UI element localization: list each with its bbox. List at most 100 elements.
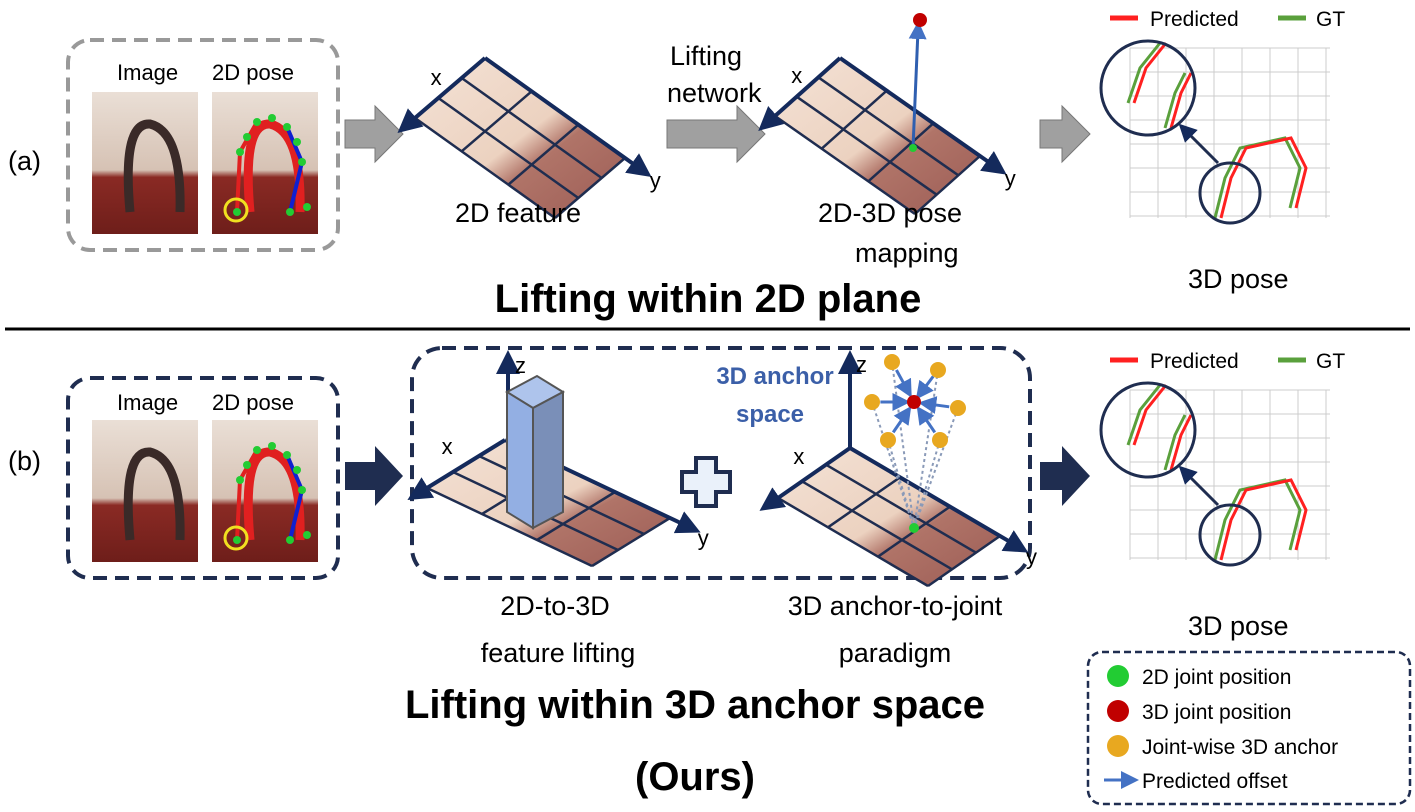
arrow-icon [345, 446, 403, 506]
pose-3d-plot-b: Predicted GT [1099, 350, 1345, 567]
image-label-a: Image [117, 60, 178, 85]
offset-arrow [895, 369, 912, 398]
joint-dot [303, 531, 311, 539]
z-label: z [515, 353, 526, 378]
grid-line [820, 89, 888, 150]
input-box-b [66, 376, 340, 580]
zoom-arrow [1178, 123, 1220, 165]
joint-dot [298, 486, 306, 494]
zoom-source-circle [1198, 161, 1262, 225]
arrow-icon [666, 104, 766, 164]
x-axis [397, 56, 487, 134]
2d-joint-dot [909, 523, 919, 533]
grid-line [825, 463, 977, 554]
input-image [92, 92, 198, 234]
y-axis [483, 56, 652, 177]
anchor-dot [880, 432, 896, 448]
zoom-arrow [1178, 465, 1220, 507]
y-label: y [650, 168, 661, 193]
pose-label-b: 2D pose [212, 390, 294, 415]
x-label: x [442, 434, 453, 459]
title-b-ours: (Ours) [635, 755, 755, 799]
person [123, 447, 185, 541]
joint-dot [243, 461, 251, 469]
anchor-plane: xy [759, 444, 1037, 588]
grid-line [554, 157, 626, 219]
joint-dot [293, 466, 301, 474]
legend-predicted: Predicted [1150, 350, 1239, 373]
joint-dot [303, 203, 311, 211]
grid-line [795, 95, 938, 196]
joint-dot [253, 118, 261, 126]
offset-arrow [916, 405, 937, 434]
legend-3d-joint: 3D joint position [1142, 701, 1291, 724]
zoom-skeleton [1132, 384, 1193, 471]
y-axis [848, 446, 1029, 553]
joint-dot [236, 476, 244, 484]
anchor-space-label: 3D anchor [716, 363, 833, 390]
skeleton [1219, 136, 1308, 219]
title-b: Lifting within 3D anchor space [405, 683, 985, 727]
joint-dot [268, 114, 276, 122]
2d-joint-dot [909, 144, 917, 152]
network-label-2: network [667, 78, 762, 108]
anchor-dot [950, 400, 966, 416]
anchor-space-label-2: space [736, 401, 804, 428]
arrow-icon [1039, 104, 1091, 164]
panel-b-tag: (b) [8, 446, 41, 476]
person [123, 119, 185, 213]
x-axis [759, 446, 852, 511]
grid-line [536, 490, 616, 542]
joint-dot [233, 208, 241, 216]
network-label: Lifting [670, 41, 742, 71]
legend-predicted: Predicted [1150, 8, 1239, 31]
grid-line [414, 116, 556, 220]
z-label: z [856, 352, 867, 377]
joint-dot [236, 148, 244, 156]
joint-dot [286, 208, 294, 216]
joint-dot [243, 133, 251, 141]
grid-line [774, 114, 916, 216]
mapping-plane: xy [758, 56, 1016, 216]
input-image [92, 420, 198, 562]
legend-gt: GT [1316, 350, 1345, 373]
pose-3d-plot-a: Predicted GT [1099, 8, 1345, 225]
zoom-skeleton [1126, 384, 1187, 471]
x-axis [758, 56, 842, 131]
grid-line [914, 155, 981, 215]
red-dot-icon [1107, 700, 1129, 722]
y-label: y [1005, 166, 1016, 191]
y-label: y [698, 525, 709, 550]
feature-plane-2d: xy [397, 56, 661, 220]
projection-line [871, 401, 915, 529]
offset-arrow [918, 396, 950, 414]
grid-line [867, 122, 935, 183]
plane-surface [415, 58, 625, 218]
anchor-dot [932, 432, 948, 448]
legend-2d-joint: 2D joint position [1142, 666, 1291, 689]
zoom-circle [1099, 39, 1197, 137]
anchor-dot [930, 362, 946, 378]
anchor-dot [864, 394, 880, 410]
grid-line [426, 486, 593, 568]
input-photos-b [92, 420, 318, 562]
panel-a: (a) Image 2D pose xy 2D feature Lifting … [8, 8, 1345, 321]
plane-surface [775, 58, 980, 214]
zoom-skeleton [1126, 42, 1187, 129]
legend-gt: GT [1316, 8, 1345, 31]
panel-a-tag: (a) [8, 146, 41, 176]
orange-dot-icon [1107, 735, 1129, 757]
paradigm-label: 3D anchor-to-joint [788, 591, 1003, 621]
plus-icon [680, 456, 732, 508]
zoom-skeleton [1132, 42, 1193, 129]
plane-surface [778, 448, 1000, 586]
y-label: y [1026, 545, 1037, 570]
offset-arrow [915, 375, 935, 400]
pose3d-label-a: 3D pose [1188, 264, 1289, 294]
grid-line [777, 496, 929, 588]
joint-dot [286, 536, 294, 544]
grid-line [437, 96, 580, 200]
y-axis [838, 56, 1007, 175]
joint-dot [233, 536, 241, 544]
